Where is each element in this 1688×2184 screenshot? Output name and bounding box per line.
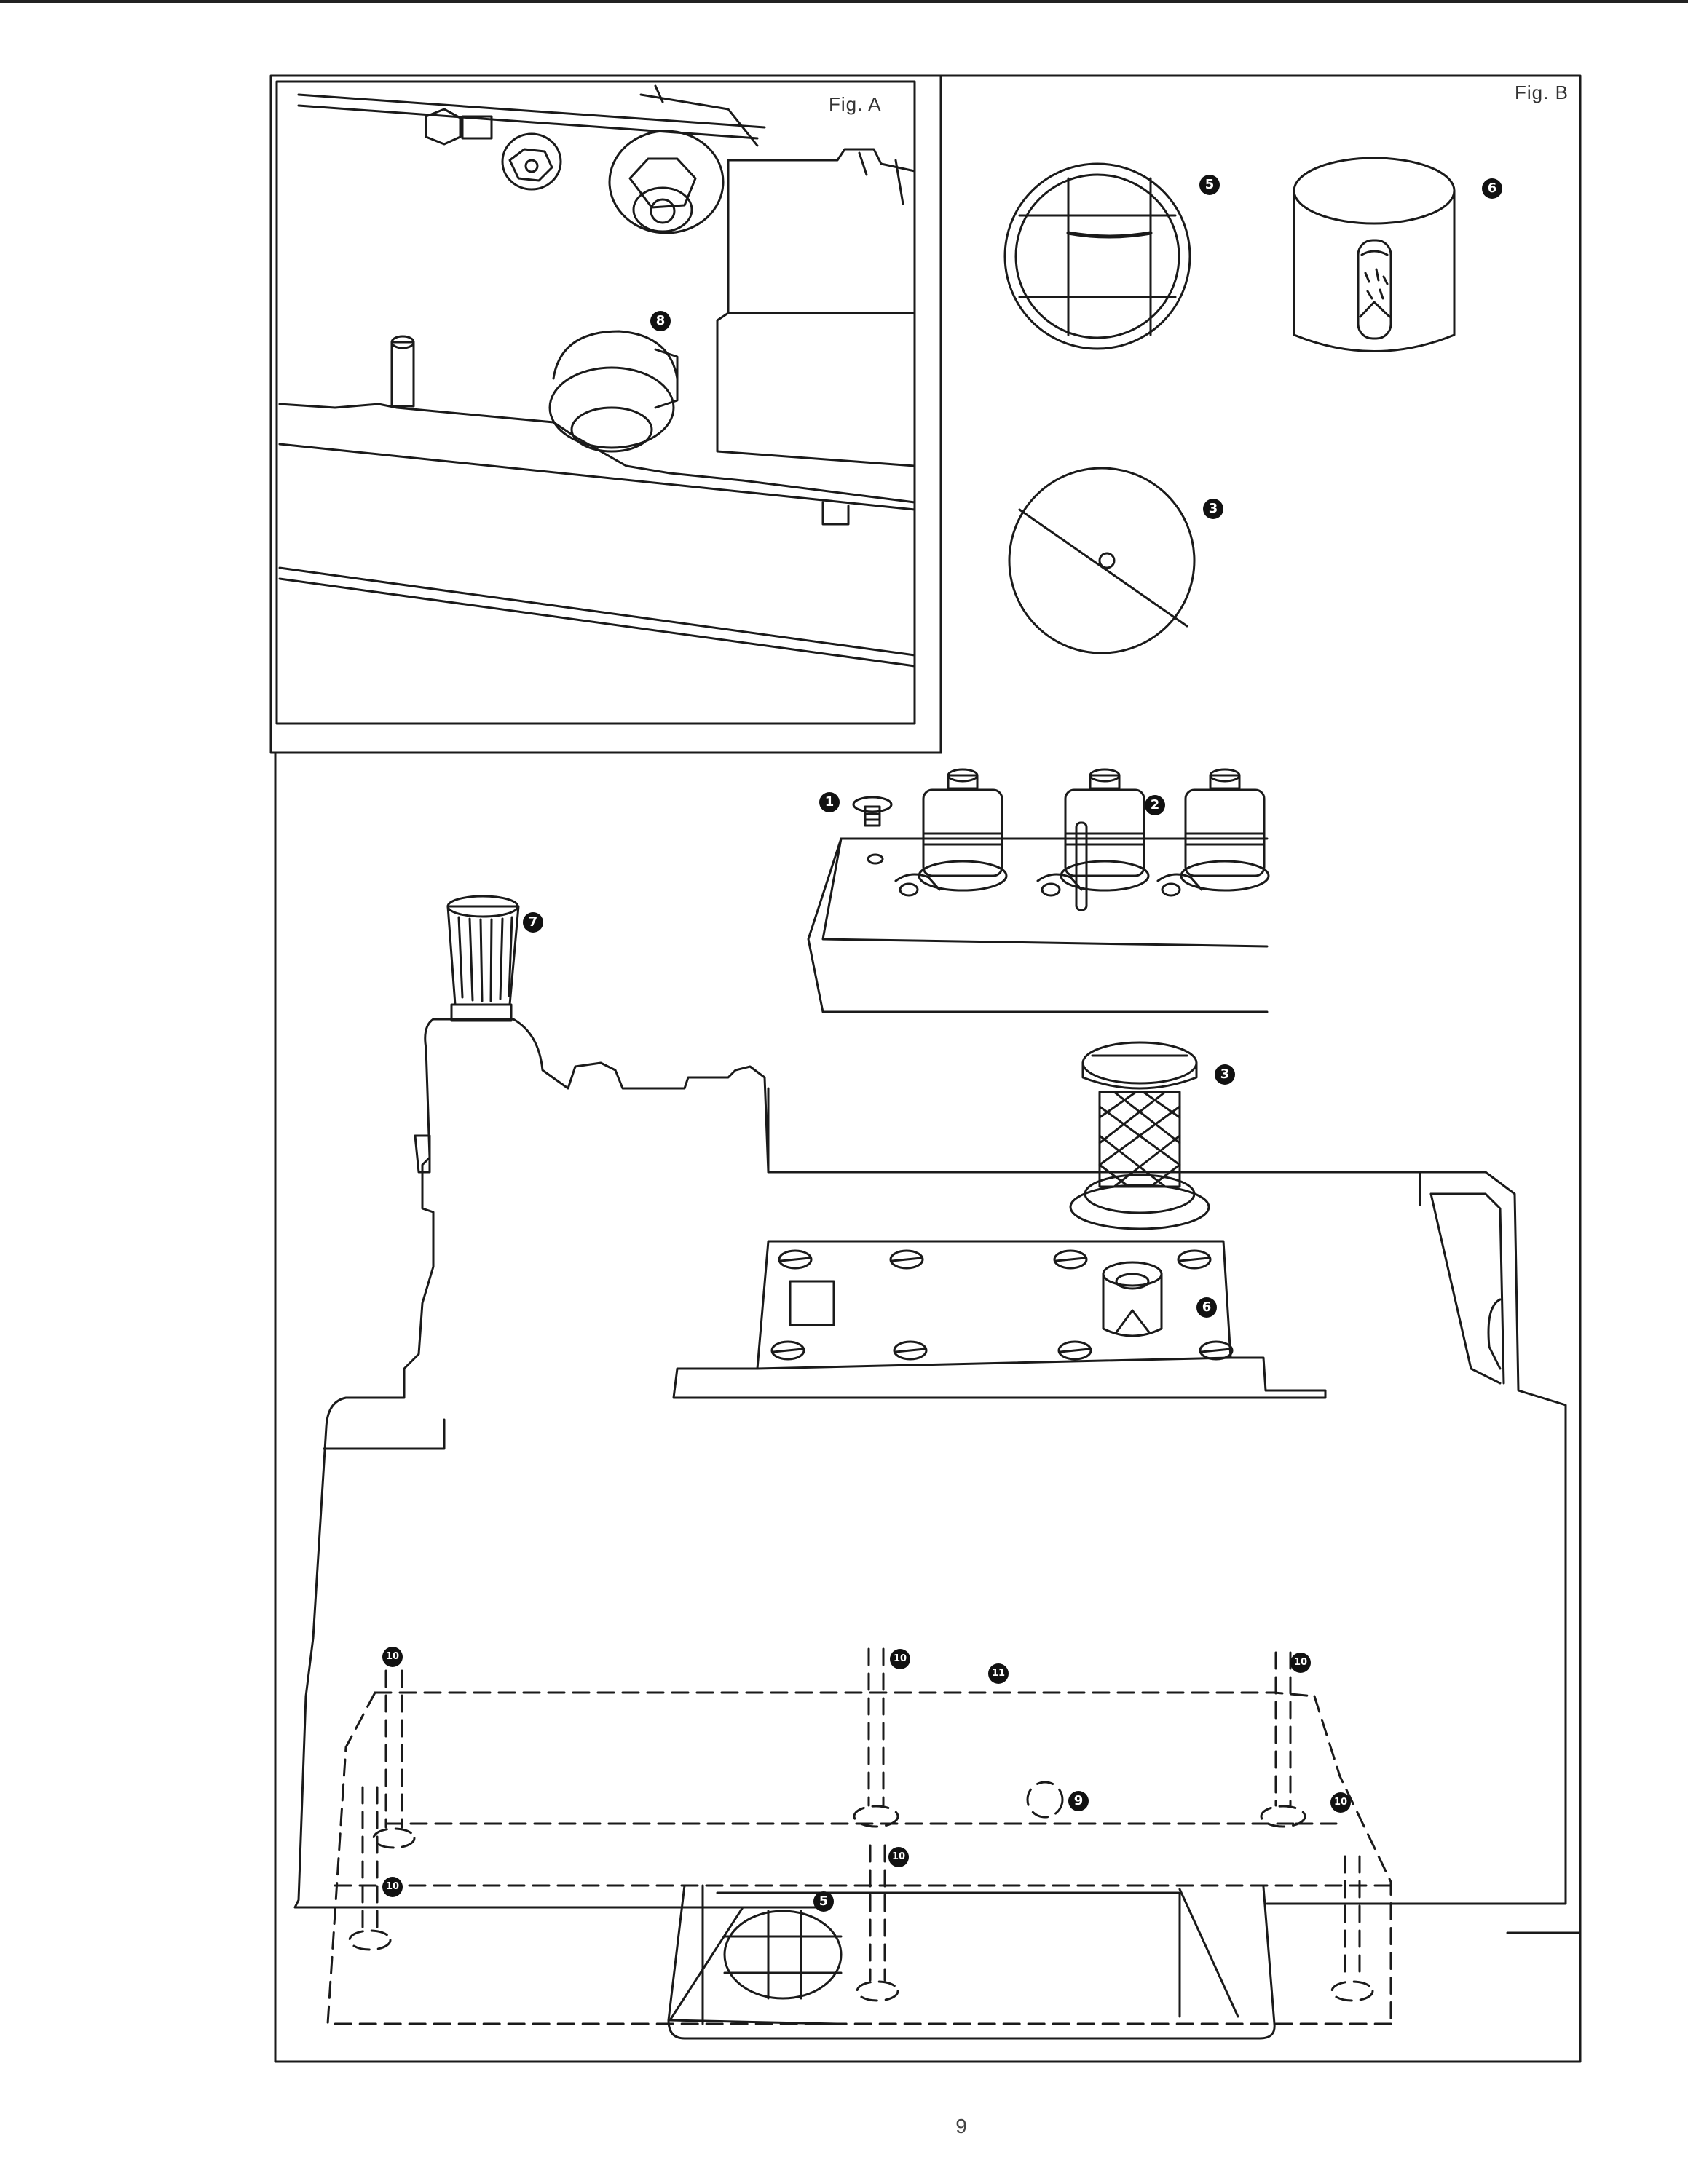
callout-10-b: 10 xyxy=(890,1649,910,1669)
pin xyxy=(390,335,415,408)
part-3-disc xyxy=(1008,467,1196,654)
part-3-spool xyxy=(1069,1041,1210,1230)
page-top-rule xyxy=(0,0,1688,3)
main-figure xyxy=(274,74,1582,2063)
callout-7: 7 xyxy=(523,912,543,933)
callout-8: 8 xyxy=(650,311,671,331)
callout-9: 9 xyxy=(1068,1791,1089,1811)
figure-b-label: Fig. B xyxy=(1515,82,1569,103)
callout-10-d: 10 xyxy=(1330,1792,1351,1813)
hex-nut-small xyxy=(425,108,493,146)
figure-a xyxy=(269,74,942,754)
part-6-in-plate xyxy=(1102,1261,1163,1337)
hex-nut-large xyxy=(608,130,725,234)
callout-1: 1 xyxy=(819,792,840,812)
callout-3: 3 xyxy=(1215,1064,1235,1085)
page-number: 9 xyxy=(955,2115,967,2137)
oil-pan-dashed xyxy=(326,1647,1392,2025)
callout-11: 11 xyxy=(988,1663,1009,1684)
cam-part-8 xyxy=(548,330,679,453)
callout-10-e: 10 xyxy=(888,1847,909,1867)
knob-part-7 xyxy=(446,895,520,1022)
figure-b xyxy=(939,74,1582,1934)
callout-10-f: 10 xyxy=(382,1877,403,1897)
callout-10-a: 10 xyxy=(382,1647,403,1667)
callout-6: 6 xyxy=(1196,1297,1217,1318)
callout-3-figb: 3 xyxy=(1203,499,1223,519)
part-5-window xyxy=(1003,162,1191,350)
machine-body xyxy=(293,1018,1567,1909)
callout-5: 5 xyxy=(813,1891,834,1912)
figure-a-label: Fig. A xyxy=(829,93,882,115)
tension-unit xyxy=(807,768,1270,1013)
callout-6-figb: 6 xyxy=(1482,178,1502,199)
callout-10-c: 10 xyxy=(1290,1653,1311,1673)
callout-2: 2 xyxy=(1145,795,1165,815)
part-6-cylinder xyxy=(1293,157,1456,352)
callout-5-figb: 5 xyxy=(1199,175,1220,195)
bottom-tray xyxy=(667,1884,1276,2040)
hex-nut-mid xyxy=(501,132,562,191)
